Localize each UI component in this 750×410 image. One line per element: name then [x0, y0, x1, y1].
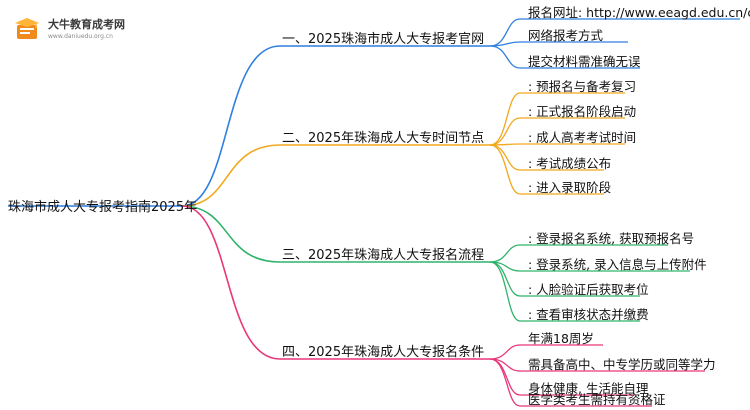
branch-to-leaf-connector	[489, 41, 521, 47]
leaf-face-verify: : 人脸验证后获取考位	[528, 282, 649, 297]
branch-to-leaf-connector	[489, 261, 521, 322]
branch-to-leaf-connector	[489, 45, 521, 69]
graduation-book-icon	[15, 18, 39, 39]
branch-to-leaf-connector	[489, 358, 521, 407]
root-node: 珠海市成人大专报考指南2025年	[8, 200, 198, 215]
leaf-review-pay: : 查看审核状态并缴费	[528, 307, 649, 322]
logo: 大牛教育成考网 www.daniuedu.org.cn	[14, 14, 139, 46]
root-to-branch-connector	[181, 144, 281, 207]
leaf-online-registration: 网络报考方式	[528, 28, 604, 43]
root-to-branch-connector	[181, 205, 281, 263]
branch-to-leaf-connector	[489, 344, 521, 360]
leaf-formal-registration: : 正式报名阶段启动	[528, 104, 637, 119]
leaf-education: 需具备高中、中专学历或同等学力	[528, 357, 716, 372]
branch-to-leaf-connector	[489, 261, 521, 297]
leaf-enter-info: : 登录系统, 录入信息与上传附件	[528, 257, 707, 272]
branch-official-site: 一、2025珠海市成人大专报考官网	[282, 32, 485, 47]
branch-to-leaf-connector	[489, 144, 521, 195]
leaf-website-url: 报名网址: http://www.eeagd.edu.cn/cr	[528, 5, 750, 20]
leaf-pre-registration: : 预报名与备考复习	[528, 79, 637, 94]
leaf-admission: : 进入录取阶段	[528, 180, 612, 195]
branch-to-leaf-connector	[489, 244, 521, 263]
leaf-medical-cert: 医学类考生需持有资格证	[528, 392, 666, 407]
logo-subtitle: www.daniuedu.org.cn	[48, 33, 113, 40]
leaf-login-get-number: : 登录报名系统, 获取预报名号	[528, 231, 695, 246]
leaf-accurate-materials: 提交材料需准确无误	[528, 54, 641, 69]
root-to-branch-connector	[181, 45, 281, 207]
branch-to-leaf-connector	[489, 18, 521, 47]
logo-title: 大牛教育成考网	[48, 18, 125, 31]
leaf-age: 年满18周岁	[528, 331, 594, 346]
branch-timeline: 二、2025年珠海成人大专时间节点	[282, 131, 485, 146]
root-to-branch-connector	[181, 205, 281, 360]
leaf-score-release: : 考试成绩公布	[528, 156, 612, 171]
branch-process: 三、2025年珠海成人大专报名流程	[282, 248, 485, 263]
leaf-exam-time: : 成人高考考试时间	[528, 130, 637, 145]
branch-requirements: 四、2025年珠海成人大专报名条件	[282, 345, 485, 360]
leaf-health: 身体健康, 生活能自理	[528, 381, 649, 396]
branch-to-leaf-connector	[489, 117, 521, 146]
